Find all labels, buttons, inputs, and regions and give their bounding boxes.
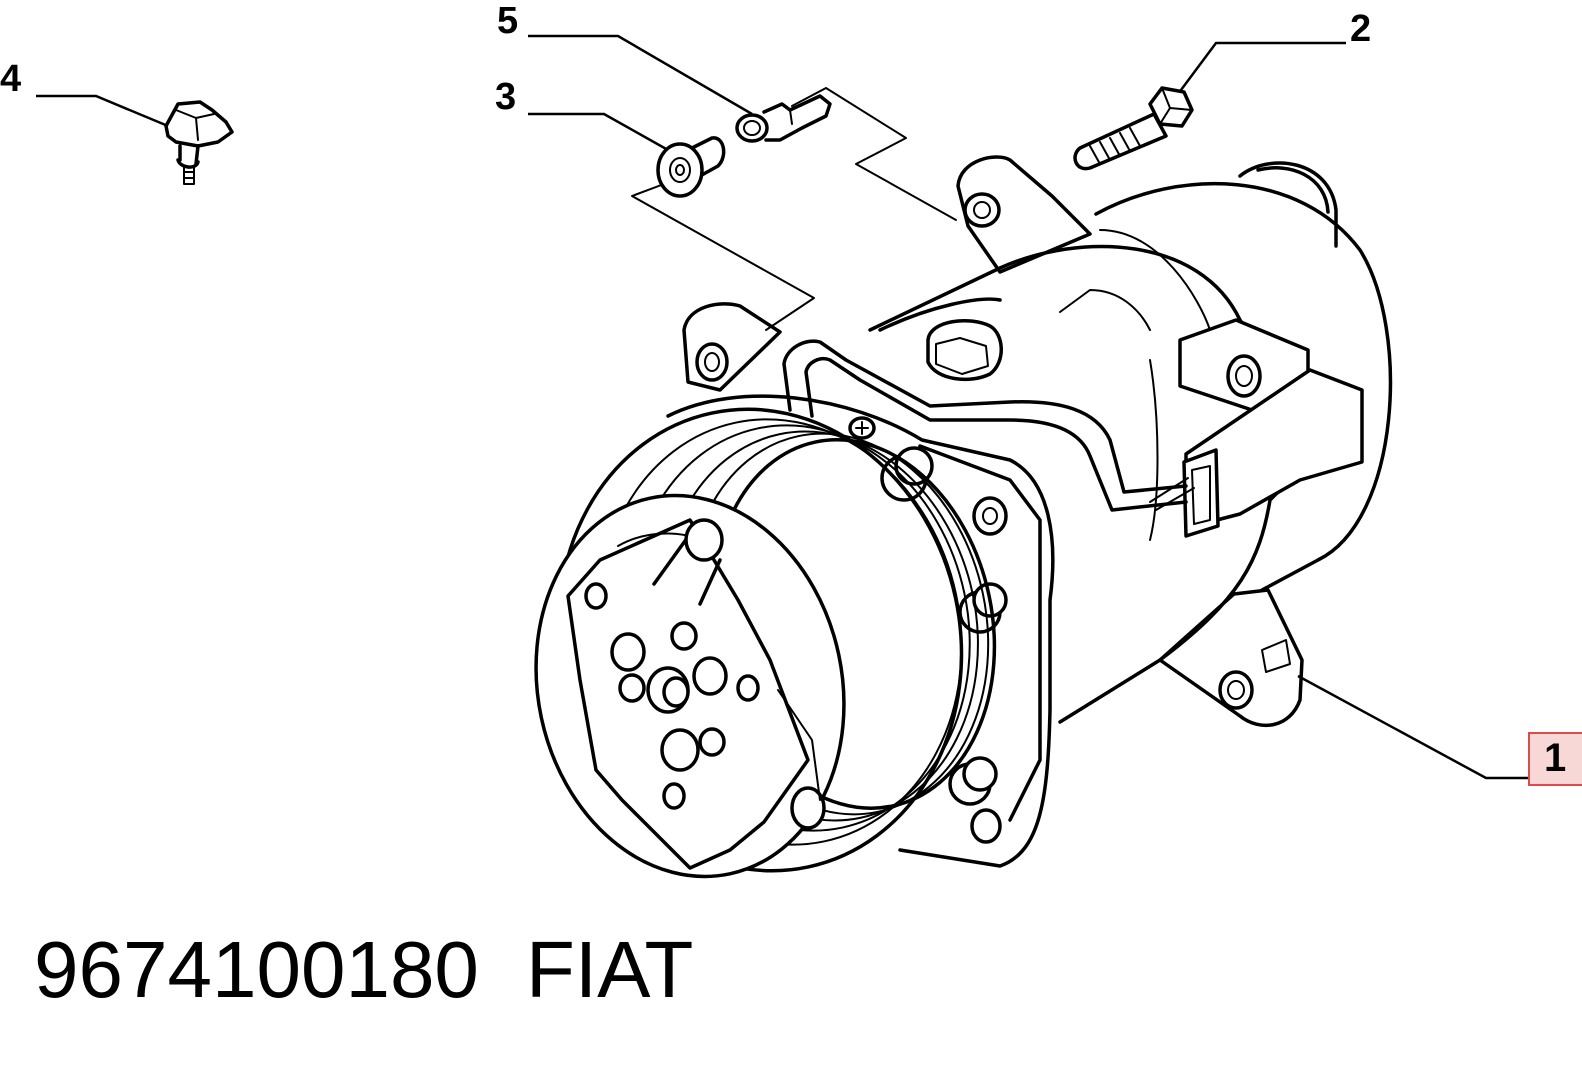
part-5-bracket [735,94,832,143]
leader-line-3 [528,112,669,152]
brand-name: FIAT [526,925,694,1014]
assembly-guide-line-3 [631,183,815,331]
callout-2[interactable]: 2 [1350,8,1372,50]
callout-5[interactable]: 5 [497,0,519,42]
part-3-grommet [656,136,726,198]
callout-3[interactable]: 3 [495,76,517,118]
leader-line-4 [36,94,169,128]
leader-line-2 [1176,41,1346,95]
clutch-plate [534,493,846,879]
callout-4[interactable]: 4 [0,58,22,100]
part-1-compressor [534,155,1393,879]
part-2-bolt [1073,86,1194,171]
leader-lines [36,34,1528,780]
leader-line-1 [1297,674,1528,780]
callout-1-highlighted[interactable]: 1 [1528,732,1582,786]
part-number: 9674100180 [34,925,479,1014]
assembly-guide-line-5 [791,87,957,221]
part-4-clip-fastener [164,100,234,185]
leader-line-5 [528,34,753,116]
